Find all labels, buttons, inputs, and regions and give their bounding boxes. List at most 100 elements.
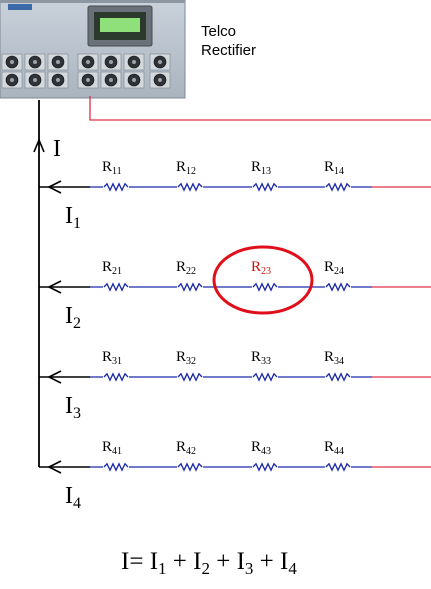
- resistor-subscript: 22: [186, 266, 197, 277]
- resistor-zigzag-icon: [177, 182, 203, 192]
- branch-current-label: I1: [65, 203, 81, 237]
- resistor-subscript: 13: [261, 166, 272, 177]
- fan-hub: [56, 78, 60, 82]
- fan-hub: [56, 60, 60, 64]
- resistor-label: R41: [102, 439, 122, 460]
- feed-wire: [89, 96, 431, 121]
- equation-current-subscript: 4: [288, 559, 297, 578]
- equation-plus: +: [166, 548, 194, 575]
- current-subscript: 1: [73, 215, 81, 232]
- resistor-symbol: R: [102, 159, 113, 175]
- branch-current-label: I3: [65, 393, 81, 427]
- resistor-symbol: R: [176, 439, 187, 455]
- fan-hub: [132, 60, 136, 64]
- resistor-zigzag-icon: [177, 372, 203, 382]
- resistor-label: R11: [102, 159, 122, 180]
- resistor-zigzag-icon: [252, 372, 278, 382]
- resistor-symbol: R: [324, 259, 335, 275]
- resistor-gap: [325, 182, 351, 192]
- resistor-zigzag-icon: [252, 282, 278, 292]
- fan-hub: [33, 60, 37, 64]
- fan-hub: [86, 60, 90, 64]
- kcl-equation: I= I1 + I2 + I3 + I4: [121, 548, 297, 583]
- resistor-gap: [252, 182, 278, 192]
- resistors: [103, 182, 351, 472]
- resistor-label: R34: [324, 349, 344, 370]
- resistor-zigzag-icon: [103, 372, 129, 382]
- resistor-gap: [325, 282, 351, 292]
- resistor-gap: [177, 372, 203, 382]
- display-lcd: [100, 18, 140, 32]
- resistor-zigzag-icon: [325, 282, 351, 292]
- resistor-subscript: 43: [261, 446, 272, 457]
- resistor-symbol: R: [102, 439, 113, 455]
- fan-hub: [132, 78, 136, 82]
- fan-hub: [10, 60, 14, 64]
- current-symbol: I: [65, 393, 73, 419]
- resistor-zigzag-icon: [325, 462, 351, 472]
- resistor-subscript: 33: [261, 356, 272, 367]
- resistor-label: R43: [251, 439, 271, 460]
- resistor-gap: [103, 372, 129, 382]
- resistor-subscript: 12: [186, 166, 197, 177]
- fan-hub: [109, 78, 113, 82]
- resistor-label: R31: [102, 349, 122, 370]
- equation-current-symbol: I: [236, 548, 245, 575]
- resistor-symbol: R: [324, 439, 335, 455]
- equation-current-subscript: 2: [201, 559, 210, 578]
- resistor-symbol: R: [102, 259, 113, 275]
- branch-current-arrow: [47, 280, 62, 294]
- device-label: Telco Rectifier: [201, 22, 256, 60]
- equation-plus: +: [209, 548, 237, 575]
- total-current-label: I: [53, 136, 61, 162]
- resistor-subscript: 21: [112, 266, 123, 277]
- resistor-subscript: 42: [186, 446, 197, 457]
- resistor-zigzag-icon: [177, 462, 203, 472]
- resistor-zigzag-icon: [325, 182, 351, 192]
- equation-current-subscript: 3: [244, 559, 254, 578]
- resistor-gap: [252, 462, 278, 472]
- resistor-symbol: R: [176, 259, 187, 275]
- fan-hub: [109, 60, 113, 64]
- current-subscript: 4: [73, 495, 81, 512]
- resistor-gap: [177, 282, 203, 292]
- branch-current-arrow: [47, 460, 62, 474]
- resistor-label: R32: [176, 349, 196, 370]
- resistor-subscript: 44: [334, 446, 345, 457]
- resistor-zigzag-icon: [252, 462, 278, 472]
- resistor-subscript: 23: [261, 266, 272, 277]
- resistor-label: R13: [251, 159, 271, 180]
- resistor-label: R14: [324, 159, 344, 180]
- resistor-gap: [252, 372, 278, 382]
- resistor-subscript: 41: [112, 446, 123, 457]
- equation-current-symbol: I: [280, 548, 289, 575]
- resistor-symbol: R: [251, 259, 262, 275]
- resistor-label: R42: [176, 439, 196, 460]
- current-symbol: I: [65, 303, 73, 329]
- resistor-subscript: 14: [334, 166, 345, 177]
- device-label-line2: Rectifier: [201, 42, 257, 59]
- resistor-gap: [177, 462, 203, 472]
- resistor-zigzag-icon: [103, 182, 129, 192]
- resistor-symbol: R: [176, 159, 187, 175]
- branch-current-label: I4: [65, 483, 81, 517]
- current-subscript: 3: [73, 405, 81, 422]
- resistor-zigzag-icon: [325, 372, 351, 382]
- branch-current-label: I2: [65, 303, 81, 337]
- resistor-symbol: R: [102, 349, 113, 365]
- resistor-label: R22: [176, 259, 196, 280]
- resistor-symbol: R: [251, 159, 262, 175]
- resistor-label: R33: [251, 349, 271, 370]
- brand-badge: [8, 4, 32, 10]
- resistor-symbol: R: [251, 439, 262, 455]
- resistor-gap: [103, 182, 129, 192]
- resistor-gap: [252, 282, 278, 292]
- highlight-ring: [212, 245, 314, 315]
- fan-hub: [158, 78, 162, 82]
- resistor-subscript: 31: [112, 356, 123, 367]
- wires: [33, 96, 431, 474]
- current-symbol: I: [65, 203, 73, 229]
- equation-lhs: I=: [121, 548, 144, 575]
